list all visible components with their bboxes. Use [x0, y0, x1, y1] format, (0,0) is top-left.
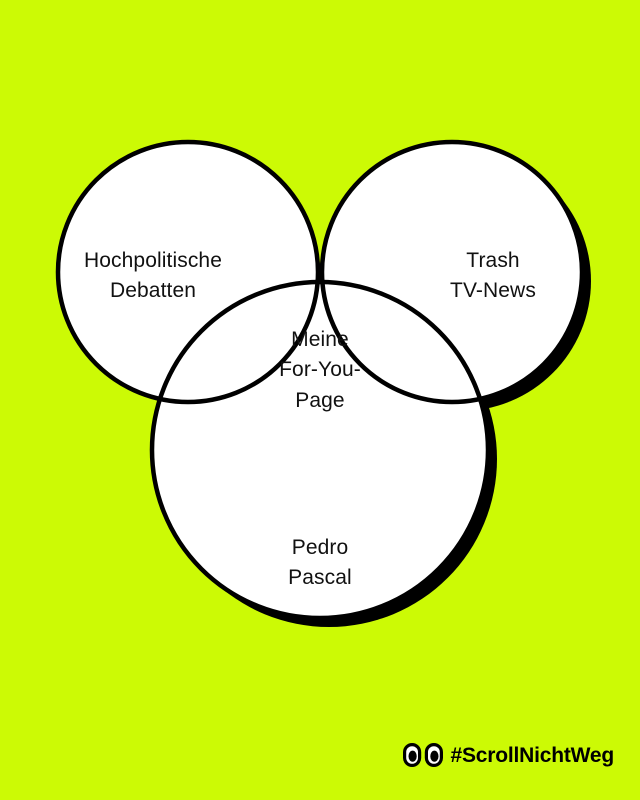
right-circle-outline[interactable] [319, 139, 585, 405]
venn-label-bottom: Pedro Pascal [288, 536, 352, 590]
bottom-circle-fill [152, 282, 488, 618]
left-circle-outline[interactable] [55, 139, 321, 405]
venn-label-left: Hochpolitische Debatten [84, 249, 222, 303]
bottom-circle-outline[interactable] [149, 279, 491, 621]
venn-label-intersection: Meine For-You- Page [279, 328, 361, 412]
brand-hashtag: #ScrollNichtWeg [450, 743, 615, 767]
brand-lockup: #ScrollNichtWeg [402, 743, 615, 767]
circle-fills [58, 142, 582, 618]
venn-label-right: Trash TV-News [450, 249, 536, 303]
eyes-icon [402, 743, 443, 767]
circle-outlines [55, 139, 585, 621]
